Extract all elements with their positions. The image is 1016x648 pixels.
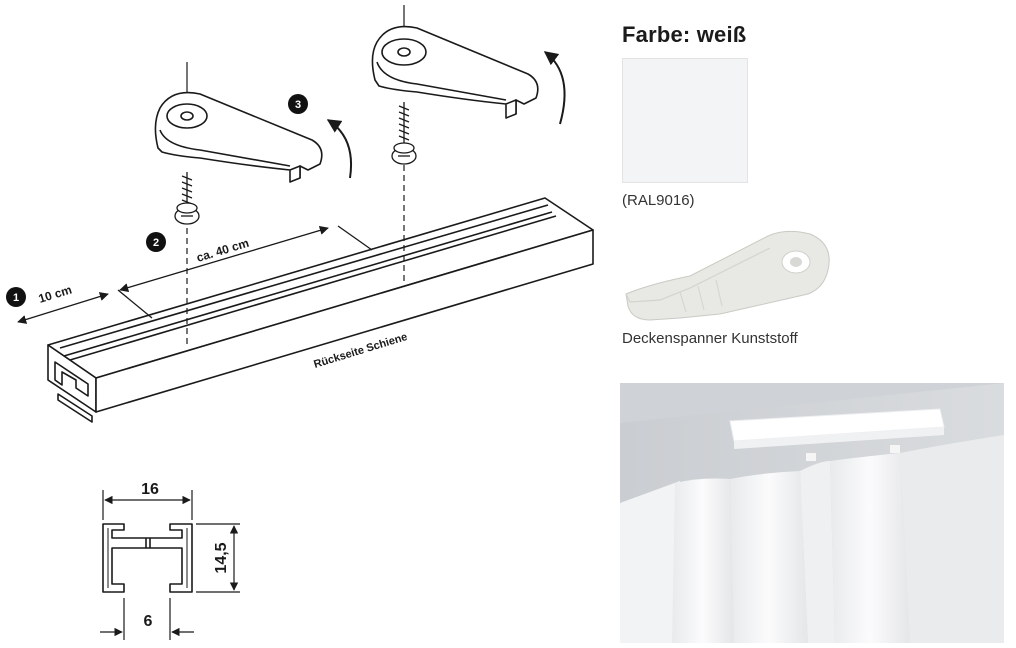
rotation-arrow-icon: [543, 51, 566, 125]
dimension-spacing-label: ca. 40 cm: [195, 236, 251, 265]
dimension-edge-distance: [17, 289, 153, 324]
svg-text:3: 3: [295, 99, 301, 111]
installation-diagram: Rückseite Schiene 10 cm ca. 40 cm: [6, 5, 594, 640]
step-badge-1: 1: [6, 287, 26, 307]
screw-icon: [391, 102, 417, 165]
plastic-clip-photo: [625, 230, 830, 321]
step-badge-3: 3: [288, 94, 308, 114]
mounting-guide-lines: [186, 165, 405, 348]
clip-caption: Deckenspanner Kunststoff: [622, 330, 798, 347]
profile-dimension-lines: [100, 490, 240, 640]
svg-text:1: 1: [13, 292, 19, 304]
step-badge-2: 2: [146, 232, 166, 252]
color-code: (RAL9016): [622, 192, 695, 209]
ceiling-clip-icon: [371, 25, 539, 119]
ceiling-clip-icon: [154, 91, 323, 183]
profile-height-label: 14,5: [213, 542, 230, 573]
color-heading: Farbe: weiß: [622, 22, 747, 47]
profile-slot-label: 6: [144, 613, 153, 630]
rail-profile-cross-section: [102, 523, 193, 593]
rotation-arrow-icon: [326, 119, 352, 179]
color-swatch: [622, 58, 748, 183]
svg-text:2: 2: [153, 237, 159, 249]
curtain-rail: [47, 197, 594, 423]
profile-width-label: 16: [141, 481, 159, 498]
screw-icon: [174, 172, 200, 225]
dimension-spacing: [119, 225, 373, 293]
room-installation-photo: [620, 383, 1004, 643]
dimension-edge-distance-label: 10 cm: [37, 283, 74, 306]
